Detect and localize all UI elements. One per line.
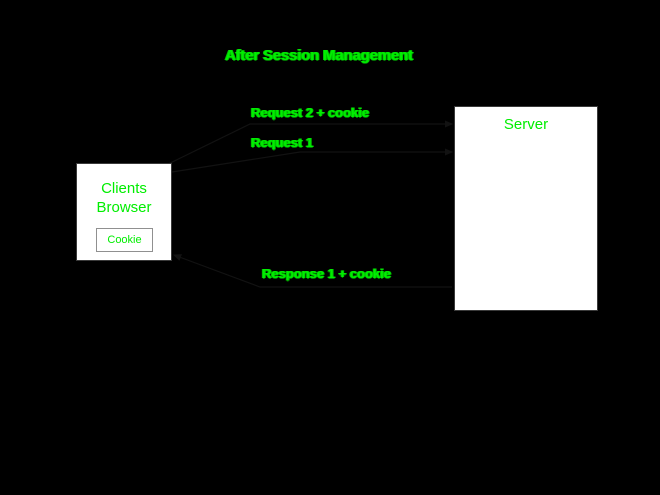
- message-label-response1: Response 1 + cookie: [262, 266, 391, 281]
- node-clients-browser[interactable]: Clients Browser Cookie: [76, 163, 172, 261]
- node-server-title: Server: [503, 116, 549, 133]
- message-label-request2: Request 2 + cookie: [251, 105, 370, 120]
- cookie-store-label: Cookie: [107, 233, 142, 246]
- arrow-request1: [171, 148, 454, 173]
- message-label-request1: Request 1: [251, 135, 314, 150]
- diagram-title: After Session Management: [225, 47, 413, 64]
- cookie-store-chip[interactable]: Cookie: [96, 228, 153, 252]
- node-clients-browser-title: Clients Browser: [96, 180, 152, 216]
- node-server[interactable]: Server: [454, 106, 598, 311]
